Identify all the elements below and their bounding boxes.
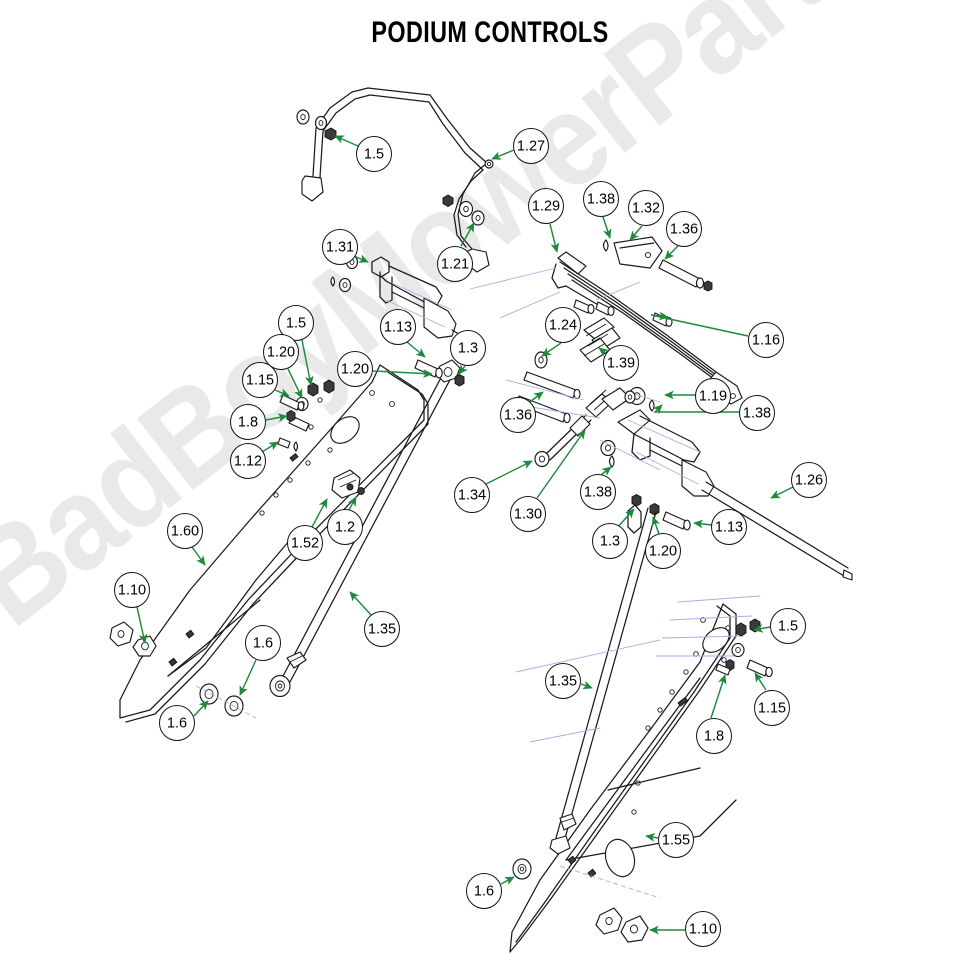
- part-left-podium-panel: [109, 364, 429, 723]
- callout-label: 1.5: [285, 315, 307, 332]
- callout-label: 1.19: [698, 388, 728, 405]
- callout-label: 1.8: [703, 728, 725, 745]
- callout-bubble-1-20[interactable]: 1.20: [645, 533, 681, 569]
- callout-bubble-1-2[interactable]: 1.2: [327, 509, 363, 545]
- part-right-podium-panel: [509, 595, 773, 953]
- callout-bubble-1-16[interactable]: 1.16: [748, 322, 784, 358]
- callout-label: 1.3: [457, 340, 479, 357]
- callout-bubble-1-5[interactable]: 1.5: [356, 136, 392, 172]
- callout-bubble-1-13[interactable]: 1.13: [711, 509, 747, 545]
- part-handle-bar: [296, 87, 494, 273]
- part-right-push-rod: [515, 507, 661, 855]
- callout-label: 1.31: [325, 239, 355, 256]
- callout-bubble-1-38[interactable]: 1.38: [580, 474, 616, 510]
- callout-label: 1.5: [777, 618, 799, 635]
- callout-label: 1.55: [661, 832, 691, 849]
- callout-bubble-1-21[interactable]: 1.21: [437, 246, 473, 282]
- callout-label: 1.16: [751, 332, 781, 349]
- part-right-control-arm: [599, 409, 853, 581]
- callout-bubble-1-38[interactable]: 1.38: [583, 181, 619, 217]
- callout-bubble-1-36[interactable]: 1.36: [500, 397, 536, 433]
- callout-label: 1.27: [516, 138, 546, 155]
- callout-bubble-1-36[interactable]: 1.36: [666, 211, 702, 247]
- callout-label: 1.32: [631, 200, 661, 217]
- callout-bubble-1-24[interactable]: 1.24: [545, 307, 581, 343]
- callout-bubble-1-3[interactable]: 1.3: [450, 330, 486, 366]
- callout-bubble-1-26[interactable]: 1.26: [791, 462, 827, 498]
- callout-label: 1.15: [245, 372, 275, 389]
- callout-label: 1.20: [266, 344, 296, 361]
- callout-bubble-1-10[interactable]: 1.10: [114, 572, 150, 608]
- callout-label: 1.6: [166, 715, 188, 732]
- callout-bubble-1-55[interactable]: 1.55: [658, 822, 694, 858]
- callout-label: 1.38: [586, 191, 616, 208]
- callout-label: 1.52: [290, 535, 320, 552]
- callout-label: 1.8: [237, 414, 259, 431]
- callout-label: 1.5: [363, 146, 385, 163]
- leader-lines: [136, 135, 794, 935]
- callout-bubble-1-38[interactable]: 1.38: [739, 395, 775, 431]
- callout-label: 1.34: [457, 487, 487, 504]
- callout-bubble-1-34[interactable]: 1.34: [454, 477, 490, 513]
- callout-bubble-1-19[interactable]: 1.19: [695, 378, 731, 414]
- callout-bubble-1-13[interactable]: 1.13: [380, 309, 416, 345]
- callout-label: 1.24: [548, 317, 578, 334]
- callout-bubble-1-15[interactable]: 1.15: [754, 690, 790, 726]
- callout-label: 1.21: [440, 256, 470, 273]
- callout-bubble-1-29[interactable]: 1.29: [528, 188, 564, 224]
- callout-label: 1.39: [606, 355, 636, 372]
- callout-bubble-1-6[interactable]: 1.6: [245, 625, 281, 661]
- callout-label: 1.10: [117, 582, 147, 599]
- callout-bubble-1-15[interactable]: 1.15: [242, 362, 278, 398]
- callout-bubble-1-8[interactable]: 1.8: [230, 404, 266, 440]
- page-title: PODIUM CONTROLS: [371, 16, 609, 49]
- callout-bubble-1-32[interactable]: 1.32: [628, 190, 664, 226]
- callout-bubble-1-8[interactable]: 1.8: [696, 718, 732, 754]
- callout-bubble-1-35[interactable]: 1.35: [364, 611, 400, 647]
- callout-label: 1.3: [599, 533, 621, 550]
- callout-label: 1.6: [252, 635, 274, 652]
- part-left-push-rod: [269, 359, 465, 698]
- callout-bubble-1-20[interactable]: 1.20: [337, 351, 373, 387]
- callout-bubble-1-52[interactable]: 1.52: [287, 525, 323, 561]
- callout-bubble-1-31[interactable]: 1.31: [322, 229, 358, 265]
- callout-bubble-1-10[interactable]: 1.10: [685, 911, 721, 947]
- callout-label: 1.13: [383, 319, 413, 336]
- callout-label: 1.36: [669, 221, 699, 238]
- callout-bubble-1-3[interactable]: 1.3: [592, 523, 628, 559]
- callout-bubble-1-6[interactable]: 1.6: [466, 873, 502, 909]
- callout-label: 1.15: [757, 700, 787, 717]
- callout-bubble-1-60[interactable]: 1.60: [167, 513, 203, 549]
- callout-label: 1.35: [548, 673, 578, 690]
- callout-bubble-1-12[interactable]: 1.12: [230, 443, 266, 479]
- callout-bubble-1-27[interactable]: 1.27: [513, 128, 549, 164]
- part-right-frame-arm: [469, 236, 743, 412]
- callout-label: 1.36: [503, 407, 533, 424]
- callout-label: 1.35: [367, 621, 397, 638]
- callout-label: 1.38: [742, 405, 772, 422]
- callout-label: 1.2: [334, 519, 356, 536]
- callout-bubble-1-6[interactable]: 1.6: [159, 705, 195, 741]
- callout-bubble-1-30[interactable]: 1.30: [510, 496, 546, 532]
- callout-label: 1.30: [513, 506, 543, 523]
- callout-label: 1.10: [688, 921, 718, 938]
- callout-bubble-1-35[interactable]: 1.35: [545, 663, 581, 699]
- callout-bubble-1-39[interactable]: 1.39: [603, 345, 639, 381]
- callout-label: 1.6: [473, 883, 495, 900]
- callout-label: 1.38: [583, 484, 613, 501]
- callout-label: 1.20: [648, 543, 678, 560]
- callout-label: 1.60: [170, 523, 200, 540]
- callout-bubble-1-5[interactable]: 1.5: [770, 608, 806, 644]
- callout-label: 1.29: [531, 198, 561, 215]
- callout-label: 1.20: [340, 361, 370, 378]
- callout-label: 1.13: [714, 519, 744, 536]
- callout-label: 1.12: [233, 453, 263, 470]
- callout-label: 1.26: [794, 472, 824, 489]
